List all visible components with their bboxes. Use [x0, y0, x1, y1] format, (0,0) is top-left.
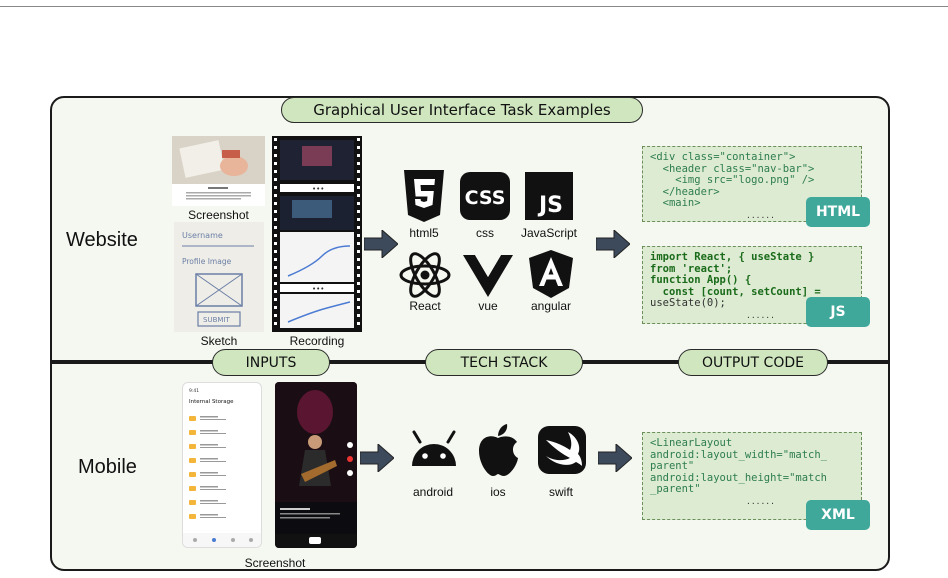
- tech-label-android: android: [412, 485, 454, 499]
- xml-code-line: android:layout_height="match: [650, 471, 828, 484]
- arrow-mobile-inputs-to-tech: [360, 444, 394, 472]
- sketch-text-submit: SUBMIT: [203, 316, 230, 324]
- tech-label-javascript: JavaScript: [520, 226, 578, 240]
- svg-text:JS: JS: [537, 193, 563, 218]
- tech-label-vue: vue: [478, 299, 498, 313]
- html-code-line: <main>: [650, 197, 701, 209]
- tech-label-react: React: [409, 299, 441, 313]
- angular-icon: [529, 250, 573, 302]
- html-code-line: </header>: [650, 185, 720, 198]
- top-rule: [0, 6, 948, 7]
- svg-text:CSS: CSS: [465, 187, 506, 209]
- html-badge: HTML: [806, 197, 870, 227]
- xml-code-line: parent": [650, 460, 695, 472]
- screenshot-thumbnail: [172, 136, 265, 206]
- arrow-tech-to-code: [596, 230, 630, 258]
- svg-text:9:41: 9:41: [189, 388, 199, 394]
- js-code-line: import React, { useState }: [650, 251, 815, 263]
- js-code-line: function App() {: [650, 274, 752, 286]
- sketch-thumbnail: Username Profile Image SUBMIT: [174, 222, 264, 332]
- svg-text:•••: •••: [312, 285, 324, 293]
- xml-code-line: _parent": [650, 483, 701, 495]
- diagram-title: Graphical User Interface Task Examples: [281, 97, 643, 123]
- sketch-caption: Sketch: [200, 334, 238, 348]
- js-code-line: const [count, setCount] =: [650, 285, 821, 298]
- swift-icon: [538, 426, 586, 478]
- mobile-video-screenshot: [275, 382, 357, 548]
- javascript-icon: JS: [525, 172, 573, 224]
- tech-label-css: css: [476, 226, 494, 240]
- sketch-text-username: Username: [182, 231, 223, 240]
- output-code-label: OUTPUT CODE: [678, 349, 828, 376]
- inputs-label: INPUTS: [212, 349, 330, 376]
- html-code-line: <header class="nav-bar">: [650, 162, 815, 175]
- mobile-screenshot-caption: Screenshot: [244, 556, 306, 570]
- tech-label-html5: html5: [409, 226, 439, 240]
- row-label-website: Website: [66, 229, 138, 251]
- xml-code-line: android:layout_width="match_: [650, 448, 828, 461]
- xml-badge: XML: [806, 500, 870, 530]
- tech-label-swift: swift: [549, 485, 573, 499]
- vue-icon: [463, 255, 513, 301]
- js-code-line: useState(0);: [650, 297, 726, 309]
- row-label-mobile: Mobile: [78, 456, 137, 478]
- html-code-ellipsis: ......: [746, 210, 775, 220]
- tech-label-angular: angular: [530, 299, 572, 313]
- js-code-line: from 'react';: [650, 262, 733, 275]
- apple-icon: [477, 424, 519, 480]
- html-code-line: <img src="logo.png" />: [650, 174, 815, 186]
- android-icon: [408, 430, 460, 474]
- html-code-line: <div class="container">: [650, 151, 796, 163]
- js-code-ellipsis: ......: [746, 310, 775, 320]
- react-icon: [399, 252, 451, 302]
- recording-filmstrip: ••• •••: [272, 136, 362, 332]
- sketch-text-profile: Profile Image: [182, 257, 232, 266]
- screenshot-caption: Screenshot: [188, 208, 249, 222]
- tech-label-ios: ios: [490, 485, 506, 499]
- mobile-file-manager-screenshot: 9:41 Internal Storage: [182, 382, 262, 548]
- xml-code-line: <LinearLayout: [650, 437, 733, 449]
- svg-text:•••: •••: [312, 185, 324, 193]
- arrow-inputs-to-tech: [364, 230, 398, 258]
- storage-title: Internal Storage: [189, 399, 234, 405]
- css-icon: CSS: [460, 172, 510, 224]
- js-badge: JS: [806, 297, 870, 327]
- html5-icon: [402, 170, 446, 226]
- recording-caption: Recording: [289, 334, 345, 348]
- arrow-mobile-tech-to-code: [598, 444, 632, 472]
- tech-stack-label: TECH STACK: [425, 349, 583, 376]
- xml-code-ellipsis: ......: [746, 496, 775, 506]
